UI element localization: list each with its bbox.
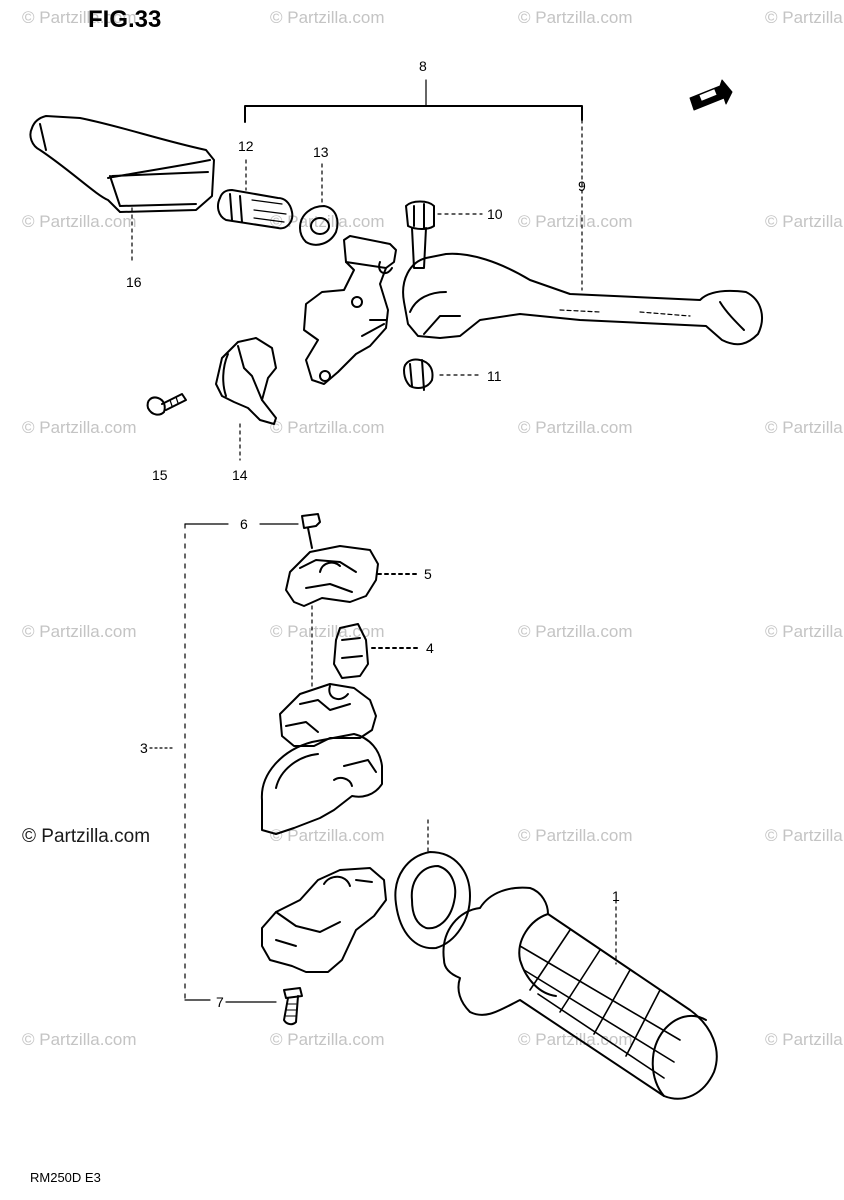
switch-cover-5 — [285, 545, 421, 607]
callout-6: 6 — [240, 516, 248, 532]
watermark: © Partzilla.com — [765, 826, 844, 845]
switch-plate-4 — [311, 605, 421, 691]
watermark: © Partzilla.com — [270, 1030, 385, 1049]
switch-housing — [260, 733, 383, 835]
watermark: © Partzilla.com — [518, 212, 633, 231]
watermark: © Partzilla.com — [22, 622, 137, 641]
locknut-13 — [299, 163, 339, 246]
pivot-bolt-10 — [405, 200, 483, 269]
callout-5: 5 — [424, 566, 432, 582]
callout-9: 9 — [578, 178, 586, 194]
watermark: © Partzilla.com — [765, 1030, 844, 1049]
watermark: © Partzilla.com — [765, 212, 844, 231]
watermark: © Partzilla.com — [765, 418, 844, 437]
watermark: © Partzilla.com — [518, 1030, 633, 1049]
callout-3: 3 — [140, 740, 148, 756]
screw-6 — [259, 513, 321, 549]
adjuster-12 — [217, 159, 294, 230]
screw-7 — [225, 987, 303, 1026]
watermark-dark: © Partzilla.com — [22, 826, 151, 847]
clutch-lever-9 — [402, 252, 763, 346]
watermark: © Partzilla.com — [22, 1030, 137, 1049]
callout-11: 11 — [487, 368, 502, 384]
nut-11 — [403, 358, 483, 391]
callout-4: 4 — [426, 640, 434, 656]
seal-ring — [394, 819, 471, 950]
callout-13: 13 — [313, 144, 329, 160]
callout-1: 1 — [612, 888, 620, 904]
watermark: © Partzilla.com — [270, 8, 385, 27]
callout-16: 16 — [126, 274, 142, 290]
lever-holder — [303, 235, 397, 385]
callout-10: 10 — [487, 206, 503, 222]
screw-15 — [146, 393, 187, 416]
watermark: © Partzilla.com — [270, 826, 385, 845]
figure-title: FIG.33 — [88, 6, 162, 33]
front-arrow-icon — [689, 79, 733, 111]
lever-cover-16 — [29, 115, 215, 263]
watermark: © Partzilla.com — [22, 212, 137, 231]
watermark: © Partzilla.com — [270, 622, 385, 641]
callout-14: 14 — [232, 467, 248, 483]
watermark: © Partzilla.com — [518, 8, 633, 27]
watermark: © Partzilla.com — [22, 8, 137, 27]
watermark: © Partzilla.com — [518, 622, 633, 641]
watermark: © Partzilla.com — [518, 418, 633, 437]
callout-15: 15 — [152, 467, 168, 483]
callout-12: 12 — [238, 138, 254, 154]
clamp-14 — [215, 337, 277, 461]
callout-7: 7 — [216, 994, 224, 1010]
bracket-8 — [244, 79, 583, 291]
model-code: RM250D E3 — [30, 1170, 101, 1185]
bracket-3 — [149, 523, 229, 1001]
handlebar-grip-1 — [442, 886, 718, 1100]
watermark: © Partzilla.com — [518, 826, 633, 845]
switch-body-upper — [279, 683, 377, 747]
switch-housing-lower — [261, 867, 387, 973]
watermark: © Partzilla.com — [22, 418, 137, 437]
watermark: © Partzilla.com — [765, 8, 844, 27]
watermark: © Partzilla.com — [270, 418, 385, 437]
watermark: © Partzilla.com — [765, 622, 844, 641]
callout-8: 8 — [419, 58, 427, 74]
